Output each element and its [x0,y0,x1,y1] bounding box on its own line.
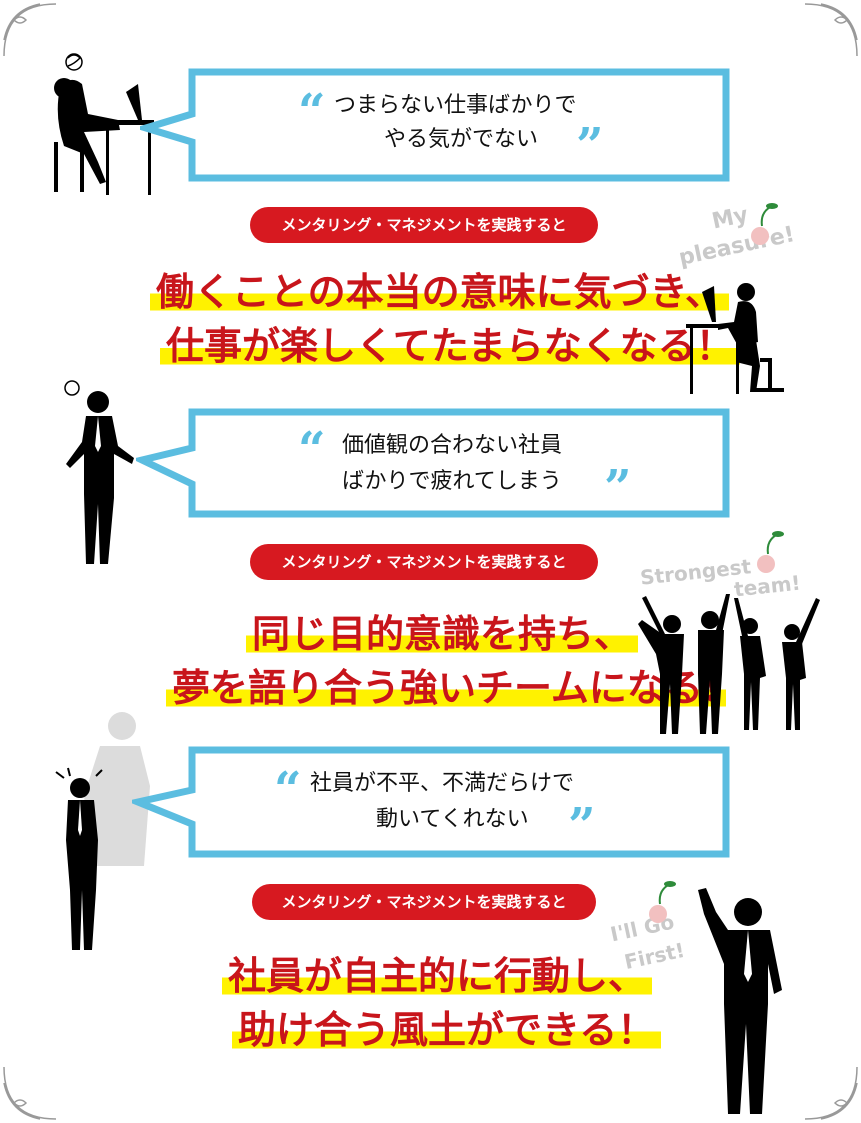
tag-line-1: My [709,202,751,235]
corner-ornament-bottom-left [3,1066,57,1120]
close-quote-icon: ” [604,460,632,516]
woman-background-silhouette [84,712,150,866]
frustrated-woman-at-desk-silhouette [54,53,154,195]
quote-line-2: やる気がでない [384,127,539,152]
open-quote-icon: “ [298,422,326,478]
open-quote-icon: “ [298,84,326,140]
method-pill: メンタリング・マネジメントを実践すると [252,884,596,920]
method-pill: メンタリング・マネジメントを実践すると [250,544,598,580]
quote-line-1: 社員が不平、不満だらけで [310,771,575,796]
cheering-team-silhouette [638,594,820,734]
headline-line-2: 助け合う風土ができる！ [232,1006,662,1054]
close-quote-icon: ” [576,118,604,174]
quote-line-1: つまらない仕事ばかりで [334,93,577,118]
headline-line-2: 仕事が楽しくてたまらなくなる！ [160,322,740,370]
headline-line-2: 夢を語り合う強いチームになる! [166,664,726,712]
open-quote-icon: “ [274,762,302,818]
frustrated-man-head-in-hands-silhouette [55,767,103,950]
sprout-icon [757,531,784,573]
close-quote-icon: ” [568,798,596,854]
speech-bubble: “ 価値観の合わない社員 ばかりで疲れてしまう ” [136,408,732,520]
headline-line-1: 働くことの本当の意味に気づき、 [150,268,729,316]
quote-line-2: ばかりで疲れてしまう [342,469,562,494]
confident-businessman-thumbs-up-silhouette [698,888,782,1114]
corner-ornament-top-left [3,3,57,57]
stressed-businessman-silhouette [64,380,134,564]
speech-bubble: “ つまらない仕事ばかりで やる気がでない ” [140,68,732,184]
speech-bubble: “ 社員が不平、不満だらけで 動いてくれない ” [132,746,732,860]
sprout-icon [751,203,778,245]
headline-line-1: 社員が自主的に行動し、 [222,952,653,1000]
method-pill: メンタリング・マネジメントを実践すると [250,207,598,243]
quote-line-2: 動いてくれない [376,807,529,832]
sprout-icon [649,881,676,923]
quote-line-1: 価値観の合わない社員 [342,433,563,458]
corner-ornament-top-right [804,3,858,57]
corner-ornament-bottom-right [804,1066,858,1120]
woman-typing-at-desk-silhouette [686,283,784,394]
headline-line-1: 同じ目的意識を持ち、 [246,610,639,658]
